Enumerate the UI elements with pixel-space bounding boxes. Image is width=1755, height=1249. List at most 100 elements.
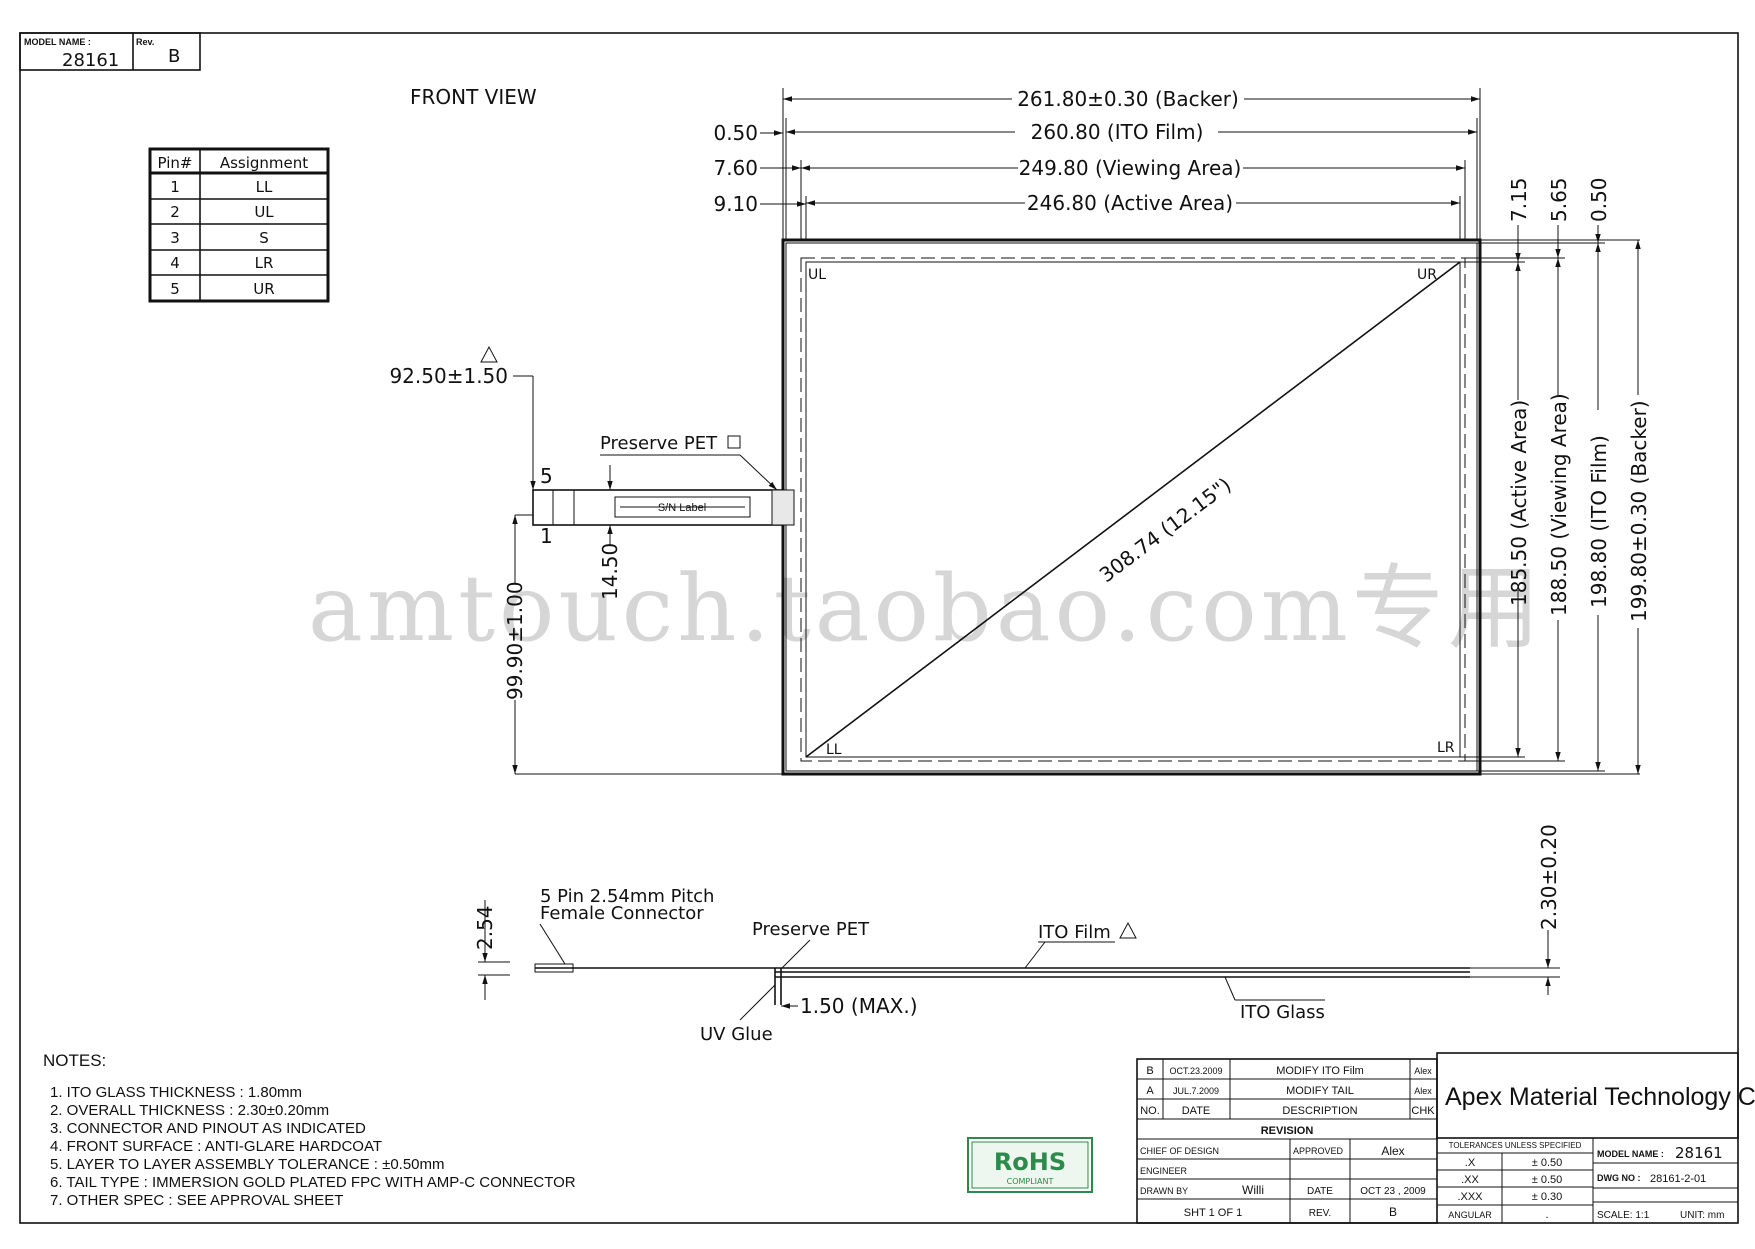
corner-ul: UL [808, 267, 826, 283]
rev-date: JUL.7.2009 [1173, 1086, 1219, 1096]
notes-heading: NOTES: [43, 1051, 106, 1070]
tol-val: ± 0.30 [1532, 1191, 1563, 1203]
rev-header: NO. [1140, 1105, 1160, 1117]
corner-ur: UR [1417, 267, 1437, 283]
right-dimensions: 7.15 5.65 0.50 185.50 (Active Area) 188.… [1460, 177, 1651, 775]
tol-val: ± 0.50 [1532, 1157, 1563, 1169]
preserve-pet-label: Preserve PET [600, 433, 718, 454]
rev-value-bottom: B [1389, 1205, 1397, 1219]
right-565: 5.65 [1547, 177, 1571, 222]
assignment-cell: LL [256, 178, 273, 196]
tol-key: .XX [1461, 1174, 1479, 1186]
sheet-border [19, 32, 1739, 1224]
note-item: 7. OTHER SPEC : SEE APPROVAL SHEET [50, 1192, 343, 1209]
tail-height: 99.90±1.00 [503, 581, 527, 700]
assignment-cell: LR [255, 254, 274, 272]
pin-header: Pin# [158, 154, 193, 172]
connector-line2: Female Connector [540, 903, 704, 924]
tol-key: .XXX [1457, 1191, 1483, 1203]
sn-label: S/N Label [658, 502, 706, 514]
active-height: 185.50 (Active Area) [1507, 400, 1531, 606]
pin-5-label: 5 [540, 464, 553, 488]
tol-key: ANGULAR [1448, 1210, 1492, 1220]
chief-label: CHIEF OF DESIGN [1140, 1146, 1219, 1156]
approved-by: Alex [1381, 1144, 1404, 1158]
date-label: DATE [1307, 1186, 1333, 1197]
rev-value: B [168, 46, 180, 67]
engineer-label: ENGINEER [1140, 1166, 1188, 1176]
ito-film-outline [785, 242, 1478, 772]
rev-date: OCT.23.2009 [1169, 1066, 1222, 1076]
viewing-width: 249.80 (Viewing Area) [1019, 156, 1242, 180]
rev-header: DATE [1182, 1105, 1211, 1117]
tol-key: .X [1465, 1157, 1476, 1169]
front-view-panel: UL UR LL LR 308.74 (12.15") [781, 238, 1482, 776]
active-width: 246.80 (Active Area) [1027, 191, 1233, 215]
top-title-block: MODEL NAME : 28161 Rev. B [19, 32, 201, 71]
tol-val: . [1545, 1209, 1548, 1221]
info-model-value: 28161 [1675, 1144, 1723, 1162]
side-ito-film: ITO Film [1038, 922, 1111, 943]
diagonal-line [805, 261, 1461, 758]
right-050: 0.50 [1587, 177, 1611, 222]
pin-cell: 2 [170, 203, 180, 221]
date-value: OCT 23 , 2009 [1360, 1186, 1426, 1197]
ito-glass: ITO Glass [1240, 1002, 1325, 1023]
drawn-by: Willi [1242, 1183, 1264, 1197]
sheet-info: SHT 1 OF 1 [1184, 1207, 1242, 1219]
pin-cell: 3 [170, 229, 180, 247]
tail-width: 14.50 [598, 543, 622, 600]
viewing-area-outline [800, 257, 1466, 762]
corner-ll: LL [826, 742, 842, 758]
rev-header: DESCRIPTION [1282, 1105, 1357, 1117]
info-dwg-label: DWG NO : [1597, 1173, 1641, 1183]
rev-desc: MODIFY TAIL [1286, 1085, 1354, 1097]
tail-position: 92.50±1.50 [389, 364, 508, 388]
note-item: 4. FRONT SURFACE : ANTI-GLARE HARDCOAT [50, 1138, 382, 1155]
approved-label: APPROVED [1293, 1146, 1344, 1156]
note-item: 3. CONNECTOR AND PINOUT AS INDICATED [50, 1120, 366, 1137]
drawn-label: DRAWN BY [1140, 1186, 1188, 1196]
company-name: Apex Material Technology Corp. [1445, 1083, 1755, 1111]
backer-height: 199.80±0.30 (Backer) [1627, 400, 1651, 622]
side-view: 2.54 5 Pin 2.54mm Pitch Female Connector… [473, 824, 1561, 1045]
pin-cell: 5 [170, 280, 180, 298]
rev-no: B [1146, 1065, 1153, 1077]
right-715: 7.15 [1507, 177, 1531, 222]
pin-1-label: 1 [540, 524, 553, 548]
notes: NOTES: 1. ITO GLASS THICKNESS : 1.80mm 2… [43, 1051, 576, 1209]
pin-table: Pin# Assignment 1 LL 2 UL 3 S 4 LR 5 UR [148, 147, 330, 303]
pin-cell: 4 [170, 254, 180, 272]
rev-desc: MODIFY ITO Film [1276, 1065, 1364, 1077]
rev-label: Rev. [136, 37, 154, 47]
title-block: B OCT.23.2009 MODIFY ITO Film Alex A JUL… [1136, 1052, 1755, 1224]
uv-glue: UV Glue [700, 1024, 773, 1045]
rev-chk: Alex [1414, 1086, 1432, 1096]
max-dim: 1.50 (MAX.) [800, 994, 918, 1018]
corner-lr: LR [1437, 740, 1455, 756]
tol-val: ± 0.50 [1532, 1174, 1563, 1186]
fpc-tail: S/N Label 5 1 Preserve PET [532, 433, 795, 548]
watermark: amtouch.taobao.com专用 [308, 555, 1544, 662]
rohs-sub: COMPLIANT [1007, 1177, 1054, 1186]
connector-line1: 5 Pin 2.54mm Pitch [540, 886, 714, 907]
ito-height: 198.80 (ITO Film) [1587, 435, 1611, 608]
note-item: 1. ITO GLASS THICKNESS : 1.80mm [50, 1084, 302, 1101]
model-label: MODEL NAME : [24, 37, 91, 47]
tolerance-title: TOLERANCES UNLESS SPECIFIED [1449, 1141, 1582, 1150]
offset-910: 9.10 [713, 192, 758, 216]
info-dwg-value: 28161-2-01 [1650, 1173, 1706, 1185]
model-value: 28161 [62, 50, 119, 71]
rev-header: CHK [1411, 1105, 1435, 1117]
assignment-cell: UL [254, 203, 274, 221]
side-254: 2.54 [473, 905, 497, 950]
assignment-cell: S [259, 229, 269, 247]
tail-dimensions: 92.50±1.50 99.90±1.00 14.50 [389, 345, 783, 775]
info-unit: UNIT: mm [1680, 1210, 1724, 1221]
info-model-label: MODEL NAME : [1597, 1149, 1664, 1159]
backer-outline [781, 238, 1482, 776]
pin-cell: 1 [170, 178, 180, 196]
rev-chk: Alex [1414, 1066, 1432, 1076]
note-item: 6. TAIL TYPE : IMMERSION GOLD PLATED FPC… [50, 1174, 576, 1191]
